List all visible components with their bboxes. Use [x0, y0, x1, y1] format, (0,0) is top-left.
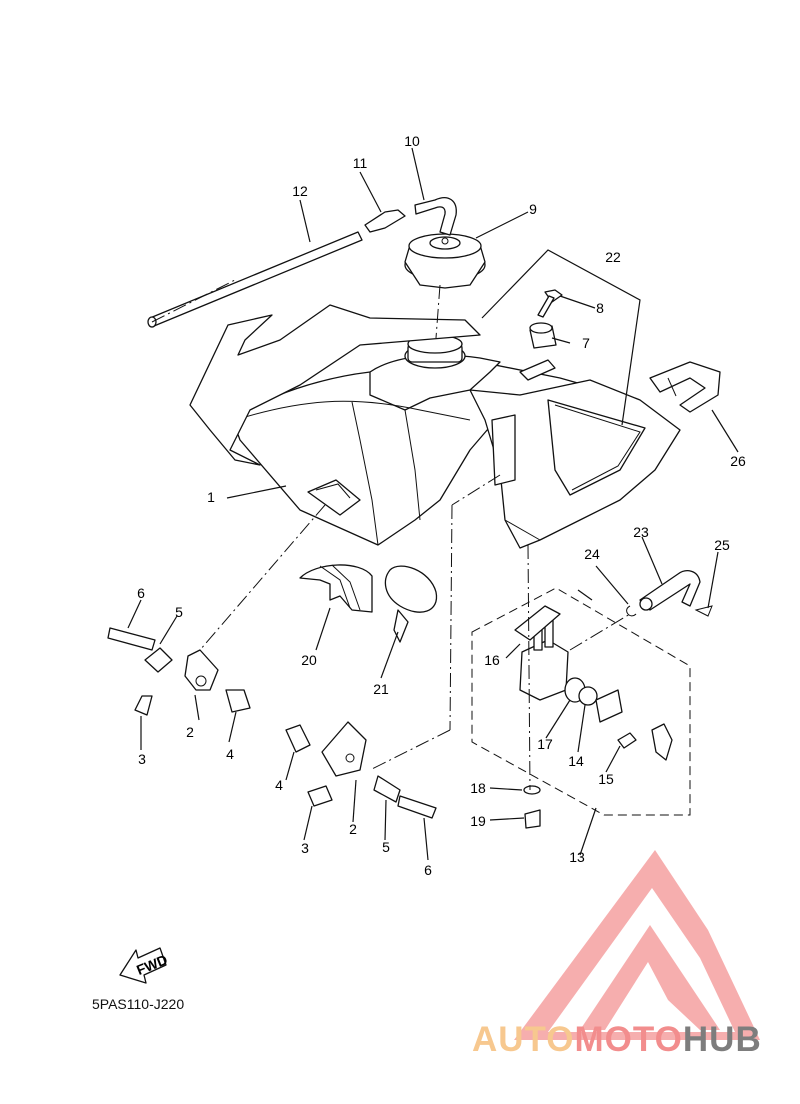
- fwd-arrow: FWD: [119, 947, 170, 984]
- part-label-23: 23: [633, 524, 649, 540]
- fuel-cock-boundary: [471, 587, 691, 816]
- part-label-15: 15: [598, 771, 614, 787]
- part-label-13: 13: [569, 849, 585, 865]
- left-label-damper: 4: [226, 746, 234, 762]
- right-label-screw: 3: [301, 840, 309, 856]
- part-number-labels: 1789101112131415161718192021222324252665…: [137, 133, 746, 878]
- part-label-12: 12: [292, 183, 308, 199]
- tank-band-21: [384, 565, 438, 643]
- brand-moto: MOTO: [574, 1020, 683, 1059]
- part-label-24: 24: [584, 546, 600, 562]
- part-label-10: 10: [404, 133, 420, 149]
- brand-hub: HUB: [682, 1020, 762, 1059]
- part-label-14: 14: [568, 753, 584, 769]
- part-label-9: 9: [529, 201, 537, 217]
- fuel-hose: [626, 570, 713, 617]
- leader-lines: [127, 147, 739, 861]
- part-label-16: 16: [484, 652, 500, 668]
- right-label-damper: 4: [275, 777, 283, 793]
- left-bracket-group: [107, 627, 251, 716]
- fwd-label: FWD: [134, 951, 170, 978]
- part-label-8: 8: [596, 300, 604, 316]
- center-lines: [151, 279, 631, 791]
- guard-26: [649, 361, 721, 413]
- part-label-26: 26: [730, 453, 746, 469]
- collar-7: [529, 322, 557, 349]
- part-label-20: 20: [301, 652, 317, 668]
- part-label-17: 17: [537, 736, 553, 752]
- tank-pad-20: [299, 564, 373, 613]
- right-bracket-group: [285, 721, 437, 819]
- right-label-collar: 5: [382, 839, 390, 855]
- bolt-8: [537, 289, 563, 318]
- part-label-22: 22: [605, 249, 621, 265]
- left-label-collar: 5: [175, 604, 183, 620]
- left-label-screw: 3: [138, 751, 146, 767]
- tank-rear-section: [469, 379, 681, 549]
- watermark-logo: [514, 850, 760, 1040]
- tank-decal: [189, 304, 481, 466]
- fuel-cap: [404, 233, 486, 289]
- right-label-bracket: 2: [349, 821, 357, 837]
- fuel-cock: [514, 605, 673, 829]
- left-label-bracket: 2: [186, 724, 194, 740]
- left-label-bolt: 6: [137, 585, 145, 601]
- part-label-18: 18: [470, 780, 486, 796]
- watermark-brand: AUTOMOTOHUB: [472, 1020, 762, 1060]
- part-label-7: 7: [582, 335, 590, 351]
- part-label-19: 19: [470, 813, 486, 829]
- part-label-11: 11: [353, 155, 368, 171]
- brand-auto: AUTO: [472, 1020, 575, 1059]
- drawing-code: 5PAS110-J220: [92, 996, 185, 1012]
- part-label-21: 21: [373, 681, 389, 697]
- part-label-25: 25: [714, 537, 730, 553]
- part-label-1: 1: [207, 489, 215, 505]
- right-label-bolt: 6: [424, 862, 432, 878]
